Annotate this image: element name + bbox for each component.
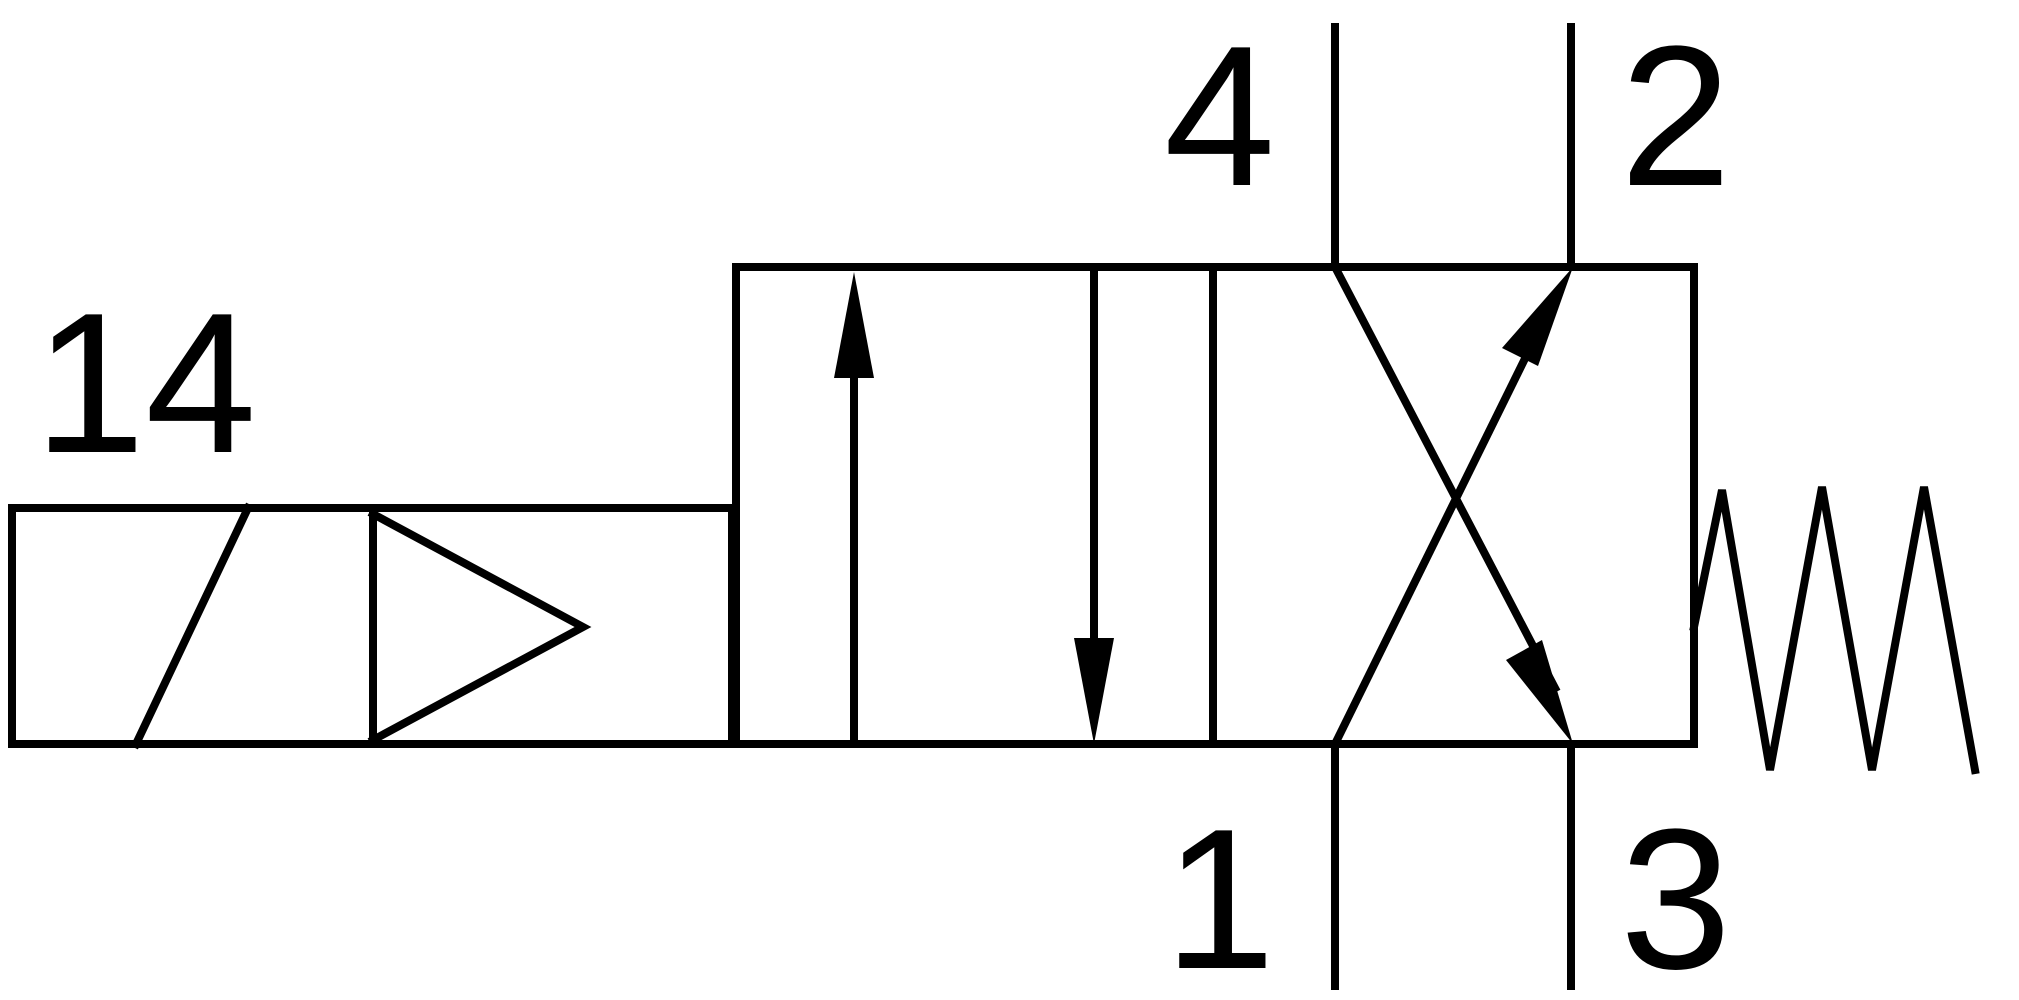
solenoid-triangle bbox=[367, 508, 592, 746]
port-label-4: 4 bbox=[1164, 5, 1275, 228]
actuator-label: 14 bbox=[34, 272, 256, 495]
arrowhead-to-port-2 bbox=[1502, 267, 1573, 366]
arrowhead-down bbox=[1074, 638, 1114, 744]
port-label-2: 2 bbox=[1620, 5, 1731, 228]
arrowhead-to-port-3 bbox=[1506, 640, 1573, 744]
port-label-1: 1 bbox=[1164, 788, 1275, 1000]
port-label-3: 3 bbox=[1620, 788, 1731, 1000]
return-spring bbox=[1689, 486, 1980, 775]
flow-path-cross-1-to-2 bbox=[1329, 312, 1551, 750]
arrowhead-up bbox=[834, 272, 874, 378]
flow-path-cross-4-to-3 bbox=[1329, 261, 1561, 694]
solenoid-coil-diagonal bbox=[130, 502, 254, 750]
